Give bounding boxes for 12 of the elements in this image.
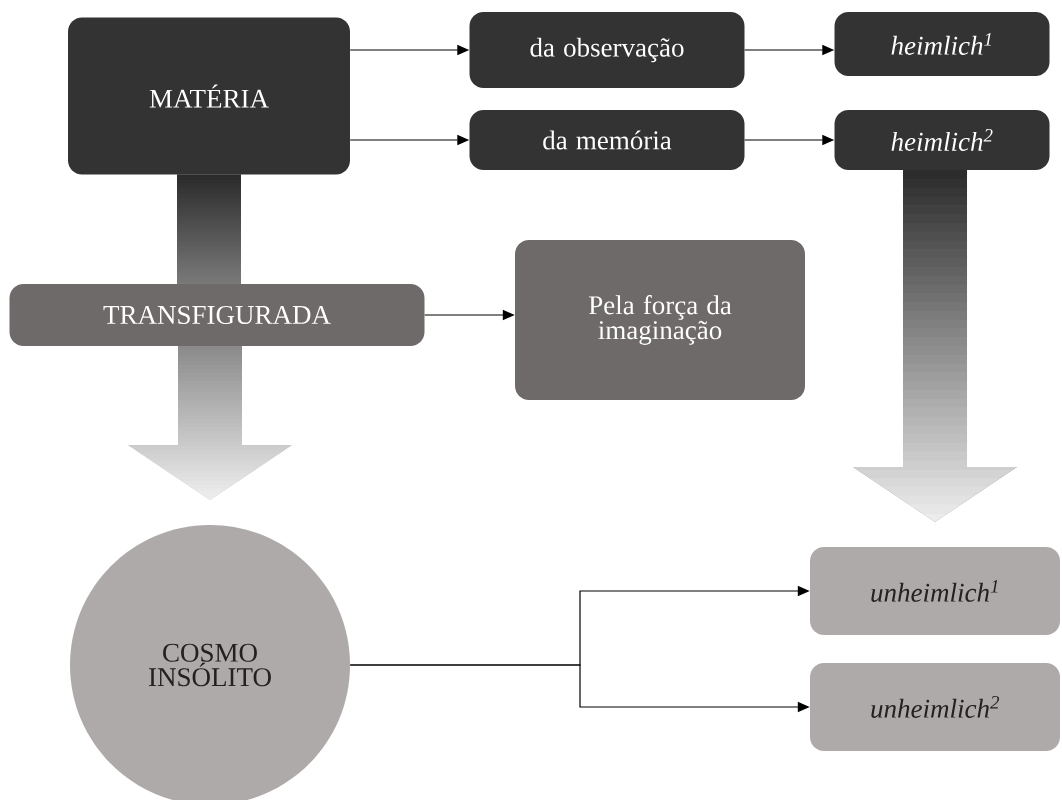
process-box: unheimlich$^{1}$: [810, 547, 1060, 635]
block-arrow: [853, 170, 1017, 522]
process-box: heimlich$^{1}$: [834, 12, 1050, 76]
gradient-bar: [177, 174, 241, 284]
process-box: da observação: [469, 12, 745, 88]
process-box: da memória: [469, 110, 745, 170]
process-box: unheimlich$^{2}$: [810, 663, 1060, 751]
process-box: MATÉRIA: [68, 17, 350, 175]
process-box: TRANSFIGURADA: [9, 284, 425, 346]
process-box: heimlich$^{2}$: [834, 110, 1050, 170]
block-arrow: [128, 346, 292, 500]
process-box: Pela força da imaginação: [515, 240, 805, 400]
